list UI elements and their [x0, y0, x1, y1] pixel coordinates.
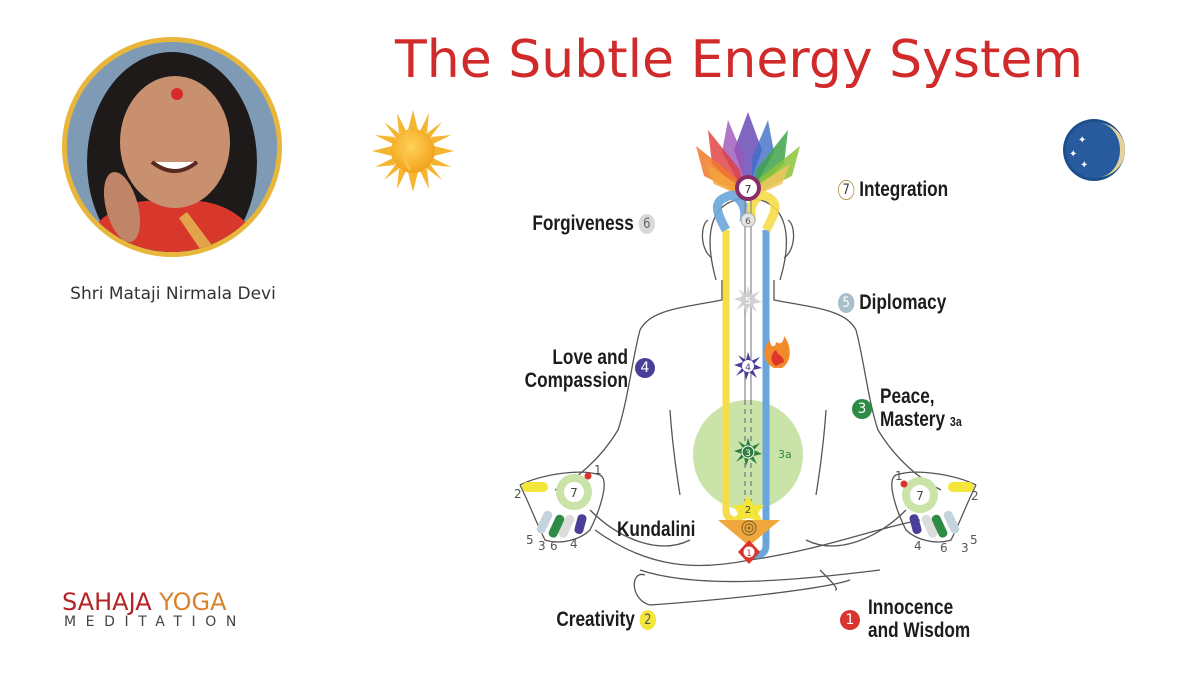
logo-word-sahaja: SAHAJA — [62, 588, 152, 616]
svg-text:5: 5 — [970, 533, 978, 547]
svg-text:5: 5 — [745, 296, 751, 307]
flame-icon — [764, 336, 790, 368]
svg-text:3: 3 — [961, 541, 969, 555]
svg-text:1: 1 — [895, 469, 903, 483]
chakra-4-label: Love and Compassion — [524, 346, 628, 392]
svg-text:5: 5 — [526, 533, 534, 547]
svg-text:7: 7 — [745, 183, 752, 196]
svg-text:1: 1 — [746, 549, 752, 559]
chakra-3-badge: 3 — [852, 399, 872, 419]
portrait-photo — [62, 37, 282, 257]
svg-text:4: 4 — [745, 363, 751, 373]
svg-text:2: 2 — [745, 505, 751, 516]
logo-word-yoga: YOGA — [159, 588, 227, 616]
svg-text:✦: ✦ — [1078, 135, 1086, 146]
svg-text:6: 6 — [550, 539, 558, 553]
sun-icon — [372, 110, 454, 197]
svg-text:6: 6 — [745, 217, 751, 227]
chakra-2-label: Creativity 2 — [495, 608, 656, 631]
portrait-caption: Shri Mataji Nirmala Devi — [70, 284, 276, 304]
chakra-3-label: Peace, Mastery 3a — [880, 385, 962, 431]
svg-text:2: 2 — [971, 489, 979, 503]
svg-text:✦: ✦ — [1080, 160, 1088, 171]
svg-text:7: 7 — [570, 486, 578, 500]
chakra-1-badge: 1 — [840, 610, 860, 630]
subtle-system-diagram: 7 1 2 5 3 6 4 7 1 2 5 3 6 4 3a 7 6 — [500, 100, 1000, 665]
svg-text:4: 4 — [570, 537, 578, 551]
chakra-6-label: Forgiveness 6 — [479, 212, 655, 235]
chakra-1-label: Innocence and Wisdom — [868, 596, 971, 642]
svg-text:6: 6 — [940, 541, 948, 555]
chakra-5-label: 5 Diplomacy — [838, 291, 946, 314]
logo-subline: MEDITATION — [64, 614, 246, 630]
svg-text:4: 4 — [914, 539, 922, 553]
svg-text:✦: ✦ — [1069, 149, 1077, 160]
svg-text:3: 3 — [538, 539, 546, 553]
chakra-7-label: 7 Integration — [838, 178, 948, 201]
page-title: The Subtle Energy System — [395, 30, 1084, 90]
moon-icon: ✦ ✦ ✦ — [1062, 118, 1126, 187]
svg-text:7: 7 — [916, 489, 924, 503]
svg-text:3: 3 — [745, 449, 751, 459]
chakra-4-badge: 4 — [635, 358, 655, 378]
svg-text:2: 2 — [514, 487, 522, 501]
svg-text:3a: 3a — [778, 448, 792, 461]
sahaja-yoga-logo: SAHAJA YOGA — [62, 588, 227, 616]
kundalini-label: Kundalini — [617, 518, 696, 541]
svg-text:1: 1 — [594, 463, 602, 477]
